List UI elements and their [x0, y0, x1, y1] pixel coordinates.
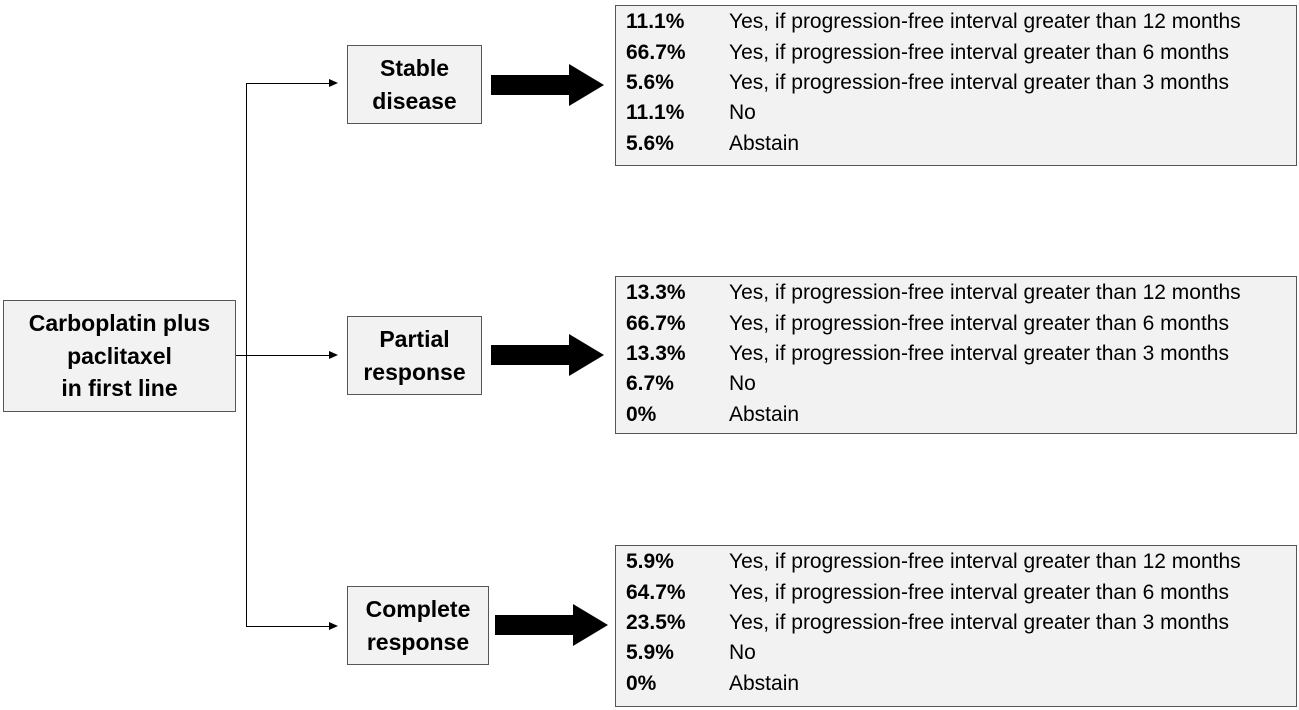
outcome-row: 5.6% Abstain: [626, 129, 1296, 159]
big-arrow-complete-response: [495, 604, 608, 646]
node-stable-disease: Stable disease: [347, 45, 482, 124]
outcome-label: Yes, if progression-free interval greate…: [729, 550, 1241, 574]
outcome-label: Yes, if progression-free interval greate…: [729, 610, 1229, 634]
node-complete-response: Complete response: [347, 586, 489, 665]
outcome-label: No: [729, 641, 756, 665]
outcome-percent: 6.7%: [626, 372, 674, 396]
outcomes-box-stable-disease: 11.1% Yes, if progression-free interval g…: [615, 5, 1297, 166]
outcome-row: 0% Abstain: [626, 669, 1296, 699]
arrowhead-complete-response: [329, 622, 338, 630]
outcome-percent: 13.3%: [626, 281, 686, 305]
arrowhead-partial-response: [329, 351, 338, 359]
outcome-percent: 5.6%: [626, 70, 674, 94]
big-arrow-partial-response: [491, 334, 604, 376]
connector-to-partial-response: [246, 355, 329, 356]
outcome-row: 66.7% Yes, if progression-free interval g…: [626, 37, 1296, 67]
outcome-row: 23.5% Yes, if progression-free interval g…: [626, 608, 1296, 638]
connector-root-to-trunk: [236, 355, 246, 356]
big-arrow-stable-disease: [491, 64, 604, 106]
complete-response-line-2: response: [366, 628, 470, 655]
outcome-percent: 0%: [626, 671, 657, 695]
outcome-row: 13.3% Yes, if progression-free interval g…: [626, 278, 1296, 308]
outcome-label: No: [729, 372, 756, 396]
outcome-percent: 5.6%: [626, 131, 674, 155]
outcome-percent: 66.7%: [626, 311, 686, 335]
outcome-percent: 11.1%: [626, 10, 685, 34]
outcome-row: 5.9% No: [626, 638, 1296, 668]
outcome-label: Yes, if progression-free interval greate…: [729, 311, 1229, 335]
outcome-percent: 5.9%: [626, 641, 674, 665]
stable-disease-line-2: disease: [372, 87, 457, 114]
outcome-percent: 23.5%: [626, 610, 686, 634]
root-node-carboplatin-paclitaxel: Carboplatin plus paclitaxel in first lin…: [3, 300, 236, 412]
outcome-row: 13.3% Yes, if progression-free interval g…: [626, 339, 1296, 369]
outcome-row: 66.7% Yes, if progression-free interval g…: [626, 308, 1296, 338]
outcome-row: 64.7% Yes, if progression-free interval g…: [626, 577, 1296, 607]
outcome-row: 0% Abstain: [626, 400, 1296, 430]
outcome-label: Yes, if progression-free interval greate…: [729, 341, 1229, 365]
root-node-line-1: Carboplatin plus: [28, 310, 211, 337]
outcome-label: Yes, if progression-free interval greate…: [729, 70, 1229, 94]
complete-response-line-1: Complete: [365, 595, 471, 622]
outcome-percent: 11.1%: [626, 101, 685, 125]
outcome-label: Abstain: [729, 131, 800, 155]
outcome-percent: 64.7%: [626, 580, 686, 604]
outcome-percent: 0%: [626, 402, 657, 426]
outcome-label: Yes, if progression-free interval greate…: [729, 40, 1229, 64]
outcome-label: Abstain: [729, 402, 800, 426]
outcome-label: Yes, if progression-free interval greate…: [729, 281, 1241, 305]
arrowhead-stable-disease: [329, 79, 338, 87]
connector-to-stable-disease: [246, 83, 329, 84]
outcome-label: Abstain: [729, 671, 800, 695]
outcome-percent: 13.3%: [626, 341, 686, 365]
outcome-label: Yes, if progression-free interval greate…: [729, 10, 1241, 34]
root-node-line-3: in first line: [61, 375, 178, 402]
partial-response-line-2: response: [363, 358, 466, 385]
outcomes-box-complete-response: 5.9% Yes, if progression-free interval gr…: [615, 545, 1297, 707]
connector-to-complete-response: [246, 626, 329, 627]
root-node-line-2: paclitaxel: [67, 342, 172, 369]
outcome-label: Yes, if progression-free interval greate…: [729, 580, 1229, 604]
outcome-row: 5.6% Yes, if progression-free interval gr…: [626, 68, 1296, 98]
outcome-row: 11.1% Yes, if progression-free interval g…: [626, 7, 1296, 37]
outcomes-box-partial-response: 13.3% Yes, if progression-free interval g…: [615, 276, 1297, 434]
stable-disease-line-1: Stable: [379, 54, 450, 81]
outcome-label: No: [729, 101, 756, 125]
outcome-percent: 66.7%: [626, 40, 686, 64]
outcome-row: 11.1% No: [626, 98, 1296, 128]
outcome-row: 6.7% No: [626, 369, 1296, 399]
outcome-percent: 5.9%: [626, 550, 674, 574]
outcome-row: 5.9% Yes, if progression-free interval gr…: [626, 547, 1296, 577]
node-partial-response: Partial response: [347, 316, 482, 395]
partial-response-line-1: Partial: [379, 325, 450, 352]
